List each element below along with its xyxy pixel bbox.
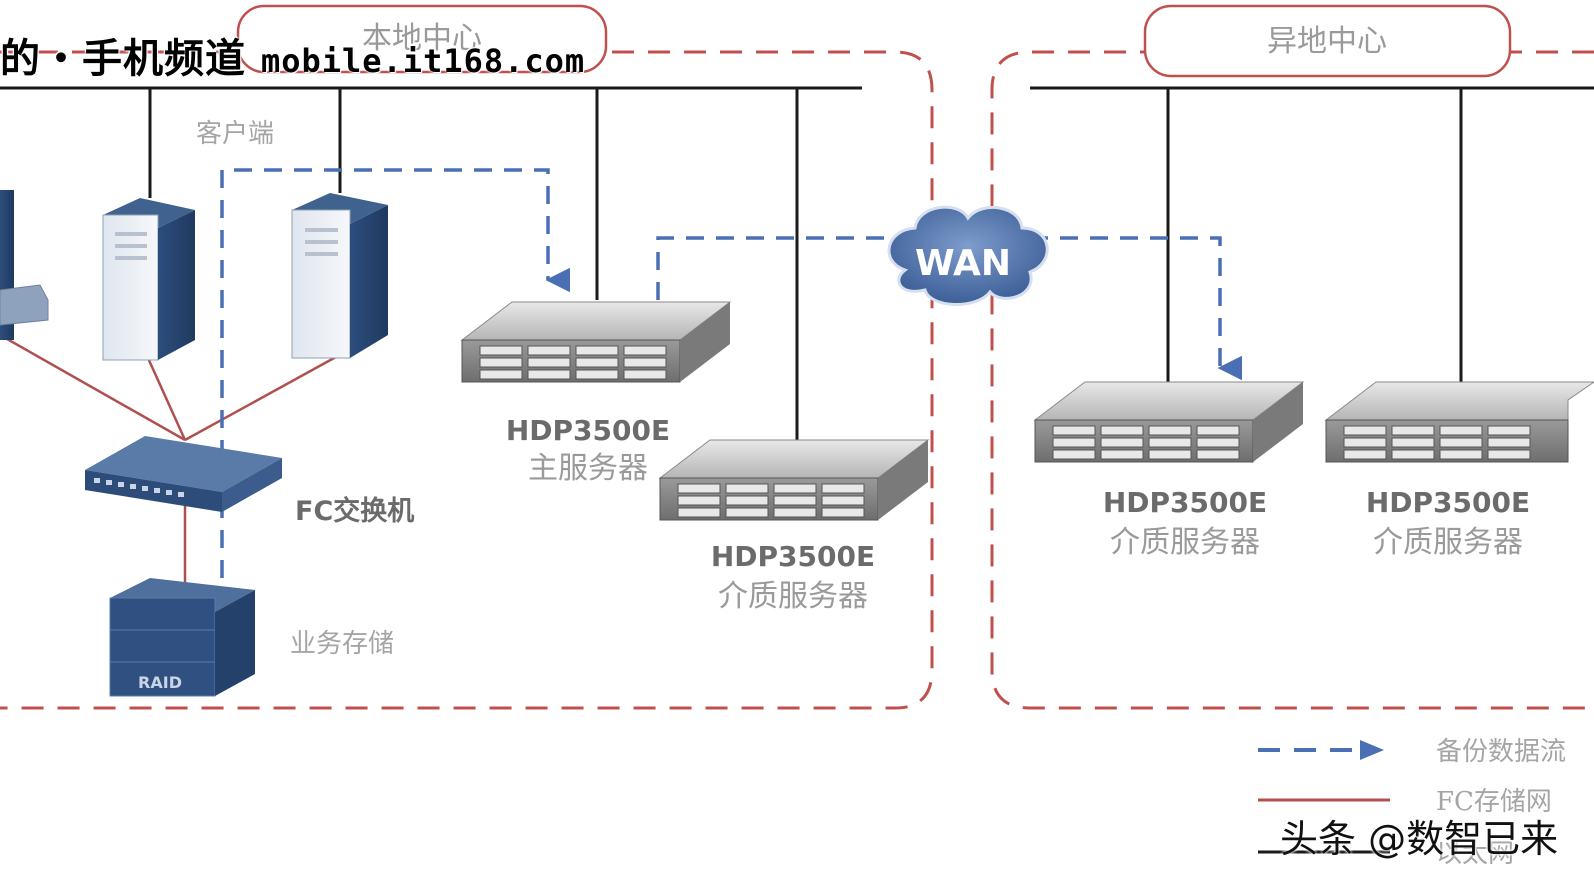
credit-watermark: 头条 @数智已来 xyxy=(1280,817,1559,861)
media-server-remote-1-role: 介质服务器 xyxy=(1110,525,1260,560)
remote-ethernet-bus xyxy=(1030,86,1594,382)
main-server-icon xyxy=(460,301,732,383)
local-ethernet-bus xyxy=(0,86,862,440)
media-server-remote-2-icon xyxy=(1324,381,1594,463)
svg-text:备份数据流: 备份数据流 xyxy=(1436,737,1566,767)
raid-storage-icon: RAID xyxy=(109,578,255,697)
client-server-icon xyxy=(102,198,195,361)
media-server-remote-1-icon xyxy=(1033,381,1305,463)
media-server-remote-2-model: HDP3500E xyxy=(1366,486,1530,519)
legend-fc-network: FC存储网 xyxy=(1258,787,1552,817)
fc-switch-icon xyxy=(85,436,282,512)
fc-network-links xyxy=(0,333,346,590)
local-center-boundary xyxy=(0,50,934,710)
backup-flow-arrows xyxy=(220,168,1243,578)
business-storage-label: 业务存储 xyxy=(290,629,394,659)
watermark-site: mobile.it168.com xyxy=(260,42,586,80)
media-server-remote-2-role: 介质服务器 xyxy=(1373,525,1523,560)
watermark-prefix: 的・手机频道 xyxy=(0,36,246,82)
fc-switch-label: FC交换机 xyxy=(295,495,414,527)
svg-text:本地中心: 本地中心 xyxy=(362,21,482,56)
remote-center-title: 异地中心 xyxy=(1143,4,1512,78)
client-label: 客户端 xyxy=(196,119,274,149)
client-server-partial-icon xyxy=(0,190,49,340)
svg-text:异地中心: 异地中心 xyxy=(1267,24,1387,59)
main-server-model: HDP3500E xyxy=(506,414,670,447)
wan-cloud-icon: WAN xyxy=(887,205,1049,306)
svg-text:以太网: 以太网 xyxy=(1436,839,1514,869)
svg-text:WAN: WAN xyxy=(915,243,1011,284)
legend-ethernet: 以太网 xyxy=(1258,839,1514,869)
media-server-remote-1-model: HDP3500E xyxy=(1103,486,1267,519)
remote-center-boundary xyxy=(990,50,1594,710)
client-server-icon xyxy=(291,193,388,359)
media-server-local-model: HDP3500E xyxy=(711,540,875,573)
svg-text:RAID: RAID xyxy=(138,673,182,692)
legend-backup-flow: 备份数据流 xyxy=(1258,737,1566,767)
main-server-role: 主服务器 xyxy=(528,451,648,486)
source-watermark: 的・手机频道 mobile.it168.com xyxy=(0,26,585,84)
media-server-local-role: 介质服务器 xyxy=(718,579,868,614)
local-center-title: 本地中心 xyxy=(236,4,608,74)
svg-text:FC存储网: FC存储网 xyxy=(1436,787,1552,817)
legend: 备份数据流 FC存储网 以太网 xyxy=(1258,737,1566,869)
media-server-local-icon xyxy=(658,439,930,521)
